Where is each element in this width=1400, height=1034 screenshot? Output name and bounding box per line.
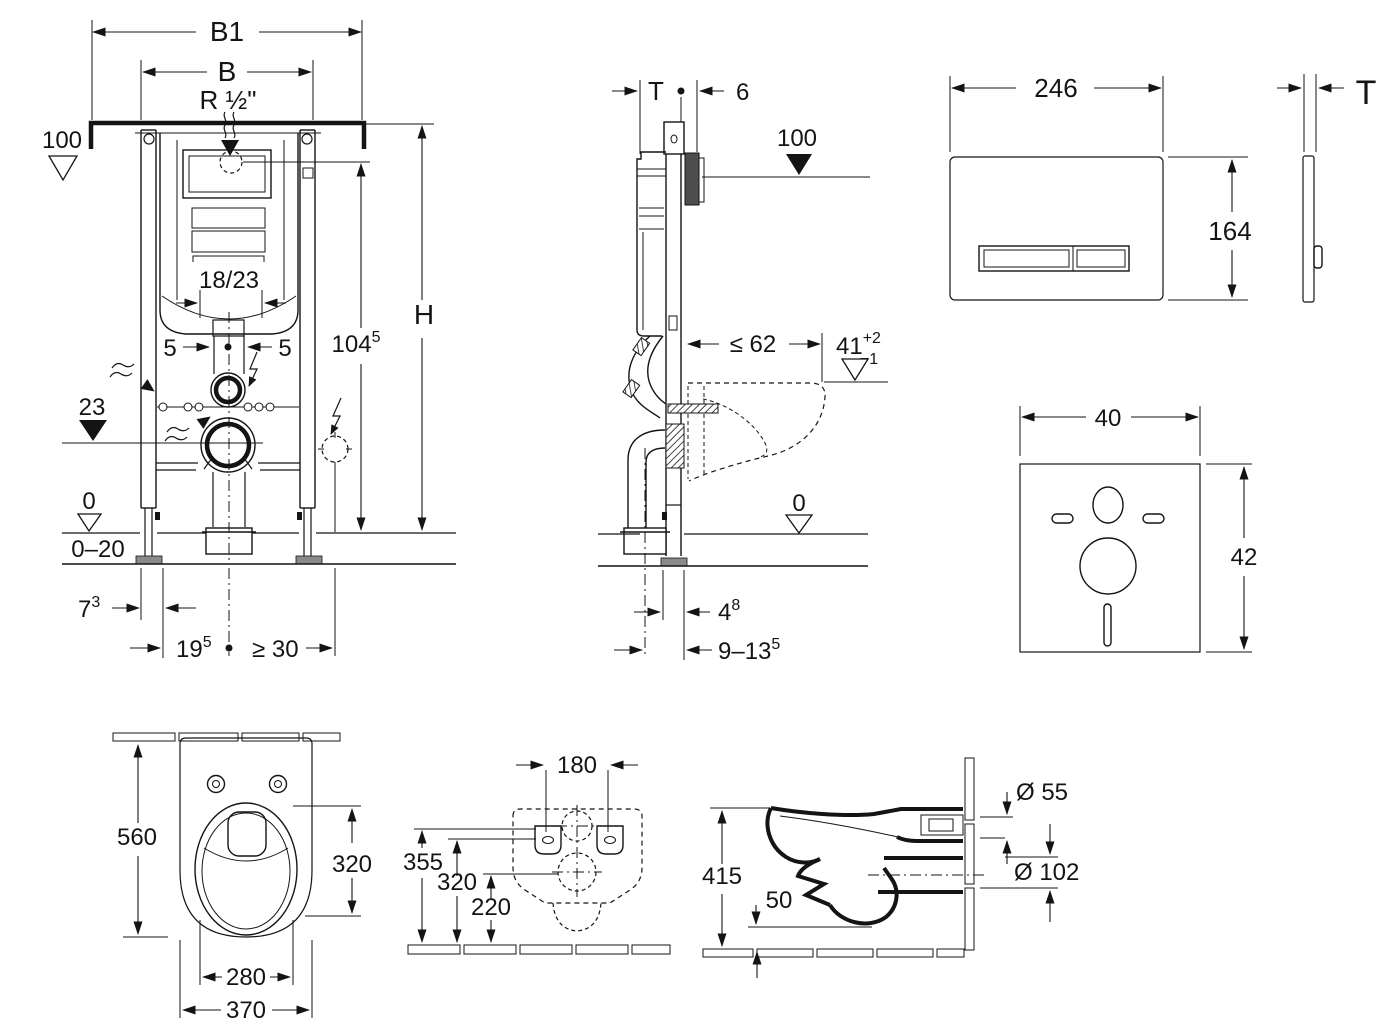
wc-rear-outline [512, 808, 643, 904]
dim-h-label: H [414, 299, 434, 330]
level-mark-0 [76, 513, 103, 533]
dim-t-side-label: T [648, 76, 664, 106]
water-flow-icon-1 [109, 362, 155, 392]
flush-plate-views: 246 164 T [949, 73, 1377, 303]
dim-560-label: 560 [117, 824, 157, 851]
dim-d102-label: Ø 102 [1014, 859, 1079, 886]
dim-100-label: 100 [42, 127, 82, 154]
dim-5-left-label: 5 [163, 335, 176, 362]
level-mark-23 [79, 420, 107, 441]
dim-6-label: 6 [736, 79, 749, 106]
pad-hole-drain [1079, 537, 1137, 595]
level-mark-41 [840, 358, 870, 382]
electrical-icon-left [248, 351, 258, 387]
dim-100-side-label: 100 [777, 125, 817, 152]
frame-side-view: T 6 100 [598, 76, 888, 665]
wc-dashed-outline [687, 382, 826, 482]
floor-tiles-side [702, 948, 965, 958]
wc-profile [765, 806, 988, 926]
dim-23-label: 23 [79, 394, 106, 421]
dim-d55-label: Ø 55 [1016, 779, 1068, 806]
cistern-front [159, 133, 299, 337]
dim-0-20-label: 0–20 [71, 536, 124, 563]
dim-370-label: 370 [226, 997, 266, 1024]
dim-73-label: 73 [78, 594, 100, 623]
wc-bowl-inner [201, 812, 291, 930]
dim-180-label: 180 [557, 752, 597, 779]
rail-profile [660, 121, 688, 567]
drain-elbow [620, 429, 670, 658]
dim-40-label: 40 [1095, 405, 1122, 432]
pad-slot-left [1051, 513, 1074, 524]
dim-5-right-label: 5 [278, 335, 291, 362]
dim-355-label: 355 [403, 849, 443, 876]
dim-220-label: 220 [471, 894, 511, 921]
pad-outline [1019, 463, 1201, 653]
wc-body-outline [179, 737, 313, 938]
wall-strip [964, 757, 975, 951]
dim-b-label: B [218, 56, 237, 87]
wall-tiles-top [112, 732, 341, 742]
wc-side-section: 415 50 Ø 55 Ø 102 [702, 757, 1079, 978]
dim-195-label: 195 [176, 634, 212, 663]
dim-1045-label: 1045 [332, 329, 381, 358]
dim-50-label: 50 [766, 887, 793, 914]
dim-246-label: 246 [1034, 73, 1077, 103]
flush-plate-front [949, 156, 1164, 301]
dim-320-rear-label: 320 [437, 869, 477, 896]
wc-water-surface [227, 811, 267, 857]
flush-buttons-outline [978, 245, 1130, 272]
fitting-ports [158, 402, 275, 412]
dim-320-top-label: 320 [332, 851, 372, 878]
mounting-hole-right [596, 825, 624, 855]
wc-top-view: 560 320 280 370 [112, 732, 372, 1024]
dim-42-label: 42 [1231, 544, 1258, 571]
dim-0-label: 0 [82, 488, 95, 515]
level-mark-0-side [784, 514, 814, 535]
level-mark-100-side [786, 154, 812, 175]
water-supply-thread-label: R ½" [200, 85, 257, 115]
dim-0-side-label: 0 [792, 490, 805, 517]
threaded-rod [667, 403, 719, 414]
dim-415-label: 415 [702, 863, 742, 890]
dim-ge30-label: ≥ 30 [252, 636, 299, 663]
wc-connector [665, 423, 685, 469]
frame-rails [135, 129, 323, 565]
electrical-icon-right [330, 397, 342, 435]
sound-insulation-pad: 40 42 [1019, 405, 1258, 653]
level-mark-100 [47, 155, 79, 182]
flush-button-large [983, 249, 1070, 268]
dim-280-label: 280 [226, 964, 266, 991]
electrical-box-dashed [318, 432, 352, 463]
dim-t-plate-label: T [1356, 74, 1377, 112]
dim-48-label: 48 [718, 597, 740, 626]
water-flow-icon-2 [164, 416, 211, 442]
floor-tiles-rear [407, 944, 671, 955]
cistern-side [636, 151, 666, 337]
pad-slot-right [1142, 513, 1165, 524]
frame-front-view: B1 B R ½" 100 [42, 16, 456, 663]
wc-rear-view: 180 355 320 220 [403, 752, 671, 955]
dim-le62-label: ≤ 62 [730, 331, 777, 358]
flush-plate-side-installed [684, 152, 700, 206]
dim-b1-label: B1 [210, 16, 244, 47]
mounting-hole-left [534, 825, 562, 855]
dim-1823-label: 18/23 [199, 267, 259, 294]
pad-slot-bottom [1103, 603, 1112, 647]
dim-164-label: 164 [1208, 216, 1251, 246]
flush-plate-side [1302, 155, 1315, 303]
pad-hole-inlet [1092, 486, 1124, 524]
wc-bowl-outer [194, 802, 298, 936]
flush-button-small [1076, 249, 1126, 268]
dim-9135-label: 9–135 [718, 636, 780, 665]
